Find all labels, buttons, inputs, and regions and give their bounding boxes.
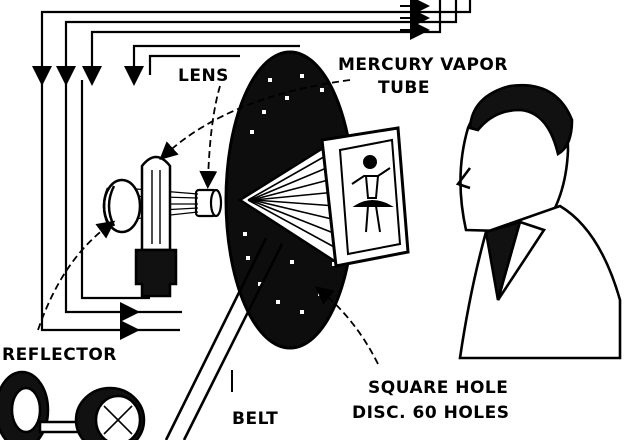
mercury-label-line2: TUBE [378, 78, 430, 98]
mercury-label-line1: MERCURY VAPOR [338, 55, 508, 75]
reflector [102, 178, 142, 234]
dancer-figure [351, 155, 394, 233]
wiring-arrows [32, 0, 430, 340]
lens-label: LENS [178, 66, 229, 86]
motor [0, 370, 146, 440]
mercury-vapor-tube [134, 155, 178, 298]
disc-label-line2: DISC. 60 HOLES [352, 403, 509, 423]
man-viewer [455, 83, 622, 360]
reflector-label: REFLECTOR [2, 345, 117, 365]
disc-label-line1: SQUARE HOLE [368, 378, 508, 398]
lens-assembly [194, 188, 223, 218]
picture-frame [320, 126, 410, 268]
belt-label: BELT [232, 409, 278, 429]
wiring-lines [40, 0, 472, 332]
leader-lines [37, 79, 379, 365]
drive-belt [164, 237, 284, 440]
